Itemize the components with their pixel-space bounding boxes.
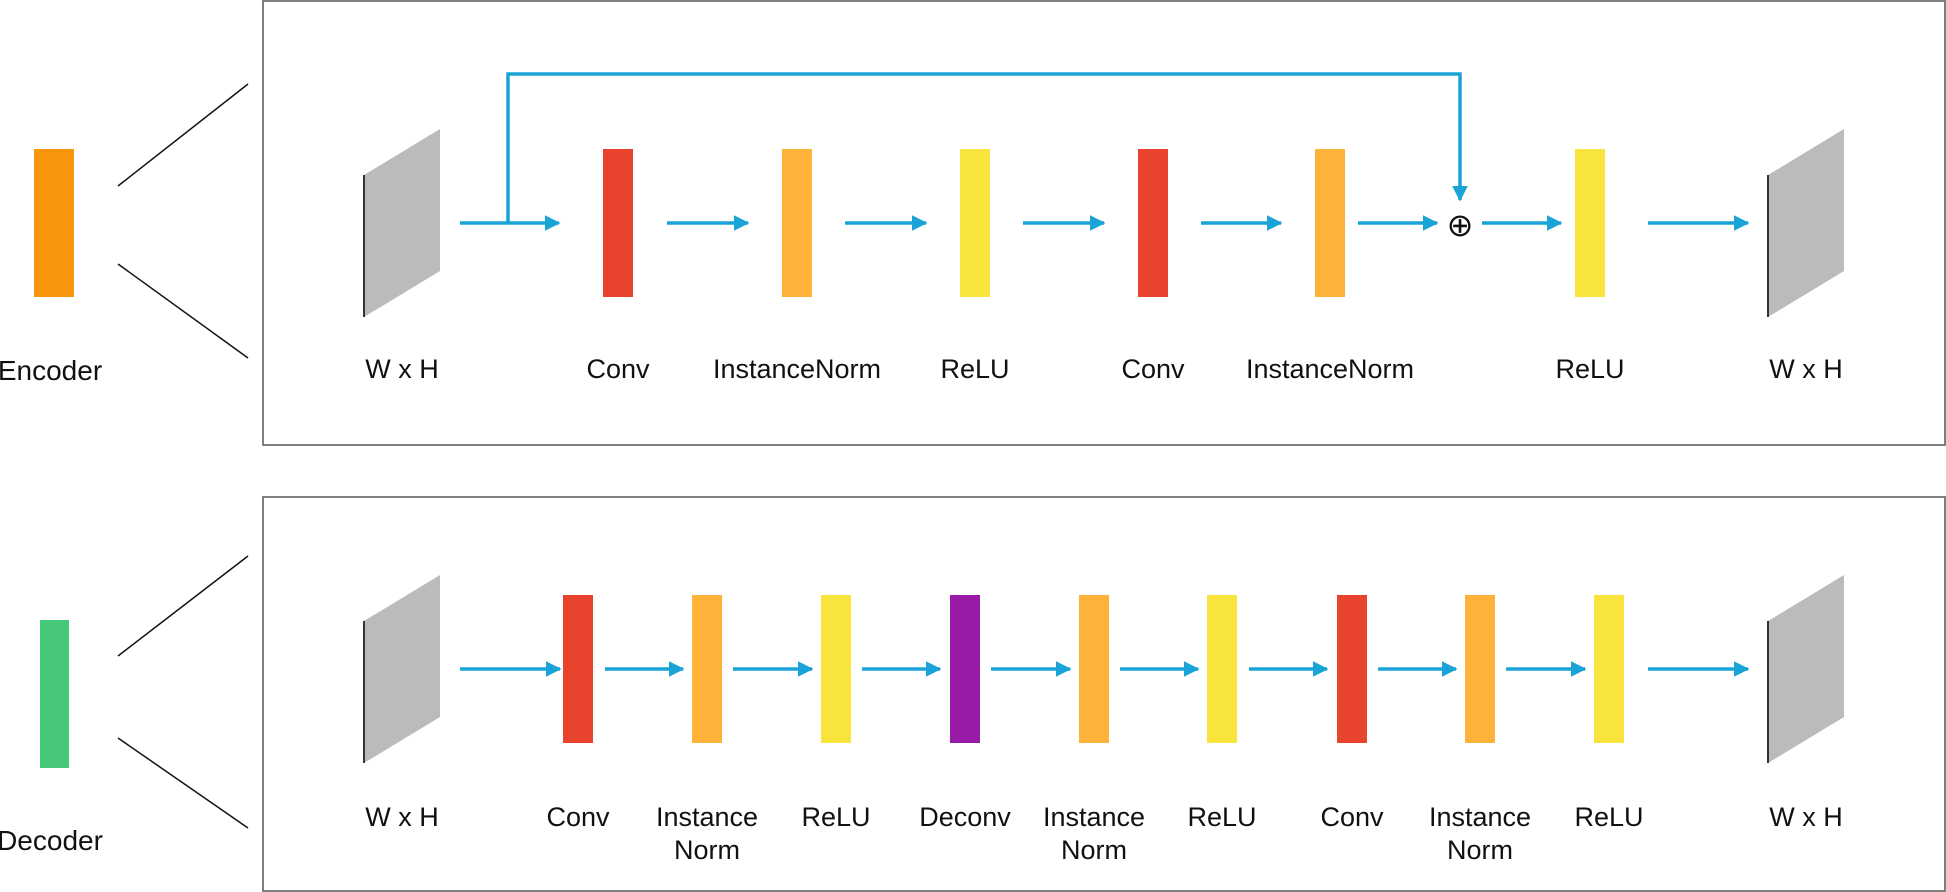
- encoder-label: Encoder: [0, 355, 102, 386]
- encoder-layer-5-conv: [1138, 149, 1168, 297]
- encoder-layer-7-relu: [1575, 149, 1605, 297]
- decoder-layer-6-instance-norm: [1079, 595, 1109, 743]
- decoder-layer-6-instance-norm-label-line-1: Instance: [1043, 802, 1145, 832]
- encoder-layer-2-conv: [603, 149, 633, 297]
- decoder-frame: [262, 496, 1946, 892]
- decoder-layer-3-instance-norm-label-line-1: Instance: [656, 802, 758, 832]
- encoder-layer-2-conv-label: Conv: [586, 354, 650, 384]
- decoder-label: Decoder: [0, 825, 103, 856]
- encoder-diagram: Encoder W x H Conv InstanceNorm ReLU Conv Inst…: [0, 0, 1946, 446]
- decoder-layer-1-feature-map: [364, 575, 440, 763]
- encoder-block: [34, 149, 74, 297]
- decoder-layer-5-deconv-label: Deconv: [919, 802, 1011, 832]
- encoder-layer-1-feature-map: [364, 129, 440, 317]
- encoder-frame: [262, 0, 1946, 446]
- decoder-layer-11-feature-map: [1768, 575, 1844, 763]
- decoder-layer-1-feature-map-label: W x H: [365, 802, 439, 832]
- decoder-layer-8-conv: [1337, 595, 1367, 743]
- encoder-layer-6-instance-norm-label: InstanceNorm: [1246, 354, 1414, 384]
- elementwise-sum-icon: ⊕: [1447, 207, 1474, 243]
- encoder-layer-3-instance-norm: [782, 149, 812, 297]
- decoder-layer-8-conv-label: Conv: [1320, 802, 1384, 832]
- decoder-layer-9-instance-norm: [1465, 595, 1495, 743]
- decoder-layer-4-relu: [821, 595, 851, 743]
- decoder-layer-5-deconv: [950, 595, 980, 743]
- decoder-block: [40, 620, 69, 768]
- encoder-layer-5-conv-label: Conv: [1121, 354, 1185, 384]
- decoder-layer-2-conv: [563, 595, 593, 743]
- decoder-layer-6-instance-norm-label-line-2: Norm: [1061, 835, 1127, 865]
- encoder-layer-6-instance-norm: [1315, 149, 1345, 297]
- decoder-layer-9-instance-norm-label-line-2: Norm: [1447, 835, 1513, 865]
- decoder-layer-3-instance-norm: [692, 595, 722, 743]
- decoder-layer-7-relu-label: ReLU: [1187, 802, 1256, 832]
- zoom-line-top: [117, 555, 249, 657]
- encoder-layer-8-feature-map-label: W x H: [1769, 354, 1843, 384]
- encoder-layer-4-relu: [960, 149, 990, 297]
- decoder-layer-10-relu: [1594, 595, 1624, 743]
- decoder-layer-7-relu: [1207, 595, 1237, 743]
- encoder-layer-8-feature-map: [1768, 129, 1844, 317]
- encoder-layer-7-relu-label: ReLU: [1555, 354, 1624, 384]
- decoder-layer-3-instance-norm-label-line-2: Norm: [674, 835, 740, 865]
- zoom-line-bottom: [117, 263, 249, 359]
- encoder-layer-4-relu-label: ReLU: [940, 354, 1009, 384]
- decoder-layer-11-feature-map-label: W x H: [1769, 802, 1843, 832]
- encoder-layer-1-feature-map-label: W x H: [365, 354, 439, 384]
- decoder-layer-9-instance-norm-label-line-1: Instance: [1429, 802, 1531, 832]
- skip-connection-arrow: [506, 72, 1468, 223]
- decoder-layer-4-relu-label: ReLU: [801, 802, 870, 832]
- zoom-line-bottom: [117, 737, 249, 829]
- zoom-line-top: [117, 83, 249, 187]
- encoder-layer-3-instance-norm-label: InstanceNorm: [713, 354, 881, 384]
- decoder-layer-10-relu-label: ReLU: [1574, 802, 1643, 832]
- decoder-layer-2-conv-label: Conv: [546, 802, 610, 832]
